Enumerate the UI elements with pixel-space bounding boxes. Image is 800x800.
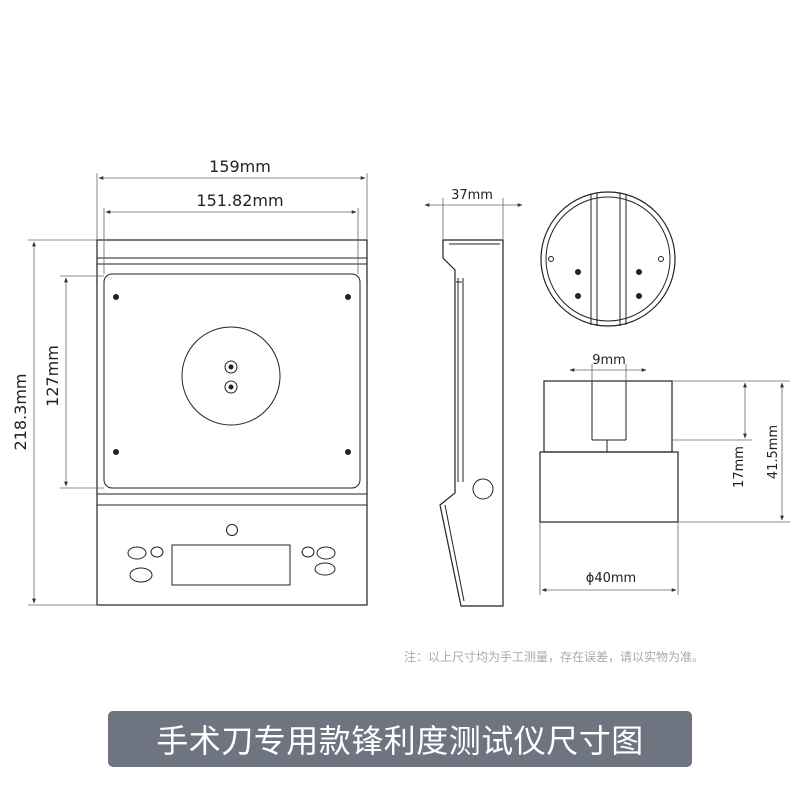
total-height-label: 218.3mm [11,374,30,451]
side-knob-icon [472,478,494,500]
button-icon [301,546,315,558]
hole-icon [636,293,642,299]
screw-icon [113,294,119,300]
front-view [96,239,368,606]
hole-icon [575,293,581,299]
screw-icon [113,449,119,455]
hole-icon [575,269,581,275]
holder-height-label: 41.5mm [766,425,781,479]
front-dimensions [28,173,368,606]
depth-dimension [424,198,523,240]
button-icon [127,546,147,560]
button-icon [150,546,164,558]
holder-diameter-label: ϕ40mm [586,571,636,586]
button-icon [129,567,153,583]
page-title: 手术刀专用款锋利度测试仪尺寸图 [156,722,644,760]
hole-icon [636,269,642,275]
holder-side-view [539,380,679,523]
pan-height-label: 127mm [43,345,62,407]
outer-width-label: 159mm [209,157,271,176]
hole-icon [658,256,664,262]
screw-icon [345,449,351,455]
weighing-pan [103,273,361,489]
button-icon [316,546,336,560]
button-icon [314,562,336,576]
holder-dimensions [539,364,790,595]
measurement-note: 注：以上尺寸均为手工测量，存在误差，请以实物为准。 [404,650,705,664]
depth-label: 37mm [451,188,493,203]
indicator-icon [226,524,238,536]
hole-icon [548,256,554,262]
center-disk [181,326,281,426]
holder-top-view [540,191,676,327]
inner-width-label: 151.82mm [196,191,283,210]
screw-icon [345,294,351,300]
side-view [439,239,504,607]
display-screen [171,544,291,586]
slot-height-label: 17mm [732,446,747,488]
title-banner: 手术刀专用款锋利度测试仪尺寸图 [108,711,692,767]
slot-width-label: 9mm [592,353,626,368]
